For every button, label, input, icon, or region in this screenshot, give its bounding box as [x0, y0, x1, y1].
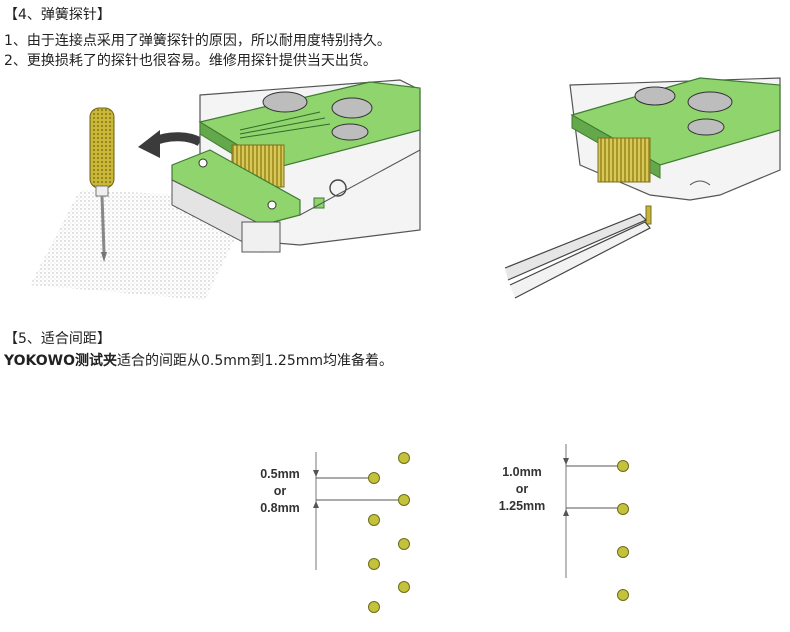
screwdriver-icon — [89, 107, 115, 262]
pitch-label-or-right: or — [516, 482, 529, 496]
right-illustration — [504, 77, 781, 299]
contact-dot — [398, 538, 410, 550]
section4-line2: 2、更换损耗了的探针也很容易。维修用探针提供当天出货。 — [4, 53, 377, 69]
section4-line1: 1、由于连接点采用了弹簧探针的原因，所以耐用度特别持久。 — [4, 33, 391, 49]
contact-dot — [398, 581, 410, 593]
probe-pins-right — [597, 137, 651, 183]
contact-dot — [368, 514, 380, 526]
section5-description: 适合的间距从0.5mm到1.25mm均准备着。 — [117, 353, 394, 369]
contact-dot — [617, 460, 629, 472]
tweezers-icon — [504, 213, 651, 299]
spacing-diagram-left: 0.5mm or 0.8mm — [260, 452, 410, 613]
contact-dot — [368, 601, 380, 613]
pitch-label-0-5mm: 0.5mm — [260, 467, 300, 481]
spacing-diagram-right: 1.0mm or 1.25mm — [499, 444, 629, 601]
arrow-head-icon — [138, 130, 160, 158]
contact-dot — [368, 472, 380, 484]
pitch-label-1-25mm: 1.25mm — [499, 499, 546, 513]
brand-name: YOKOWO测试夹 — [4, 353, 118, 369]
pitch-label-0-8mm: 0.8mm — [260, 501, 300, 515]
left-illustration — [30, 79, 421, 300]
contact-dot — [398, 452, 410, 464]
section5-text: YOKOWO测试夹适合的间距从0.5mm到1.25mm均准备着。 — [4, 352, 393, 370]
section4-heading: 【4、弹簧探针】 — [4, 7, 111, 23]
single-probe — [645, 205, 652, 225]
pitch-label-or-left: or — [274, 484, 287, 498]
section5-heading: 【5、适合间距】 — [4, 331, 111, 347]
contact-dot — [617, 503, 629, 515]
contact-dot — [368, 558, 380, 570]
contact-dot — [617, 546, 629, 558]
contact-dot — [398, 494, 410, 506]
pitch-label-1-0mm: 1.0mm — [502, 465, 542, 479]
contact-dot — [617, 589, 629, 601]
